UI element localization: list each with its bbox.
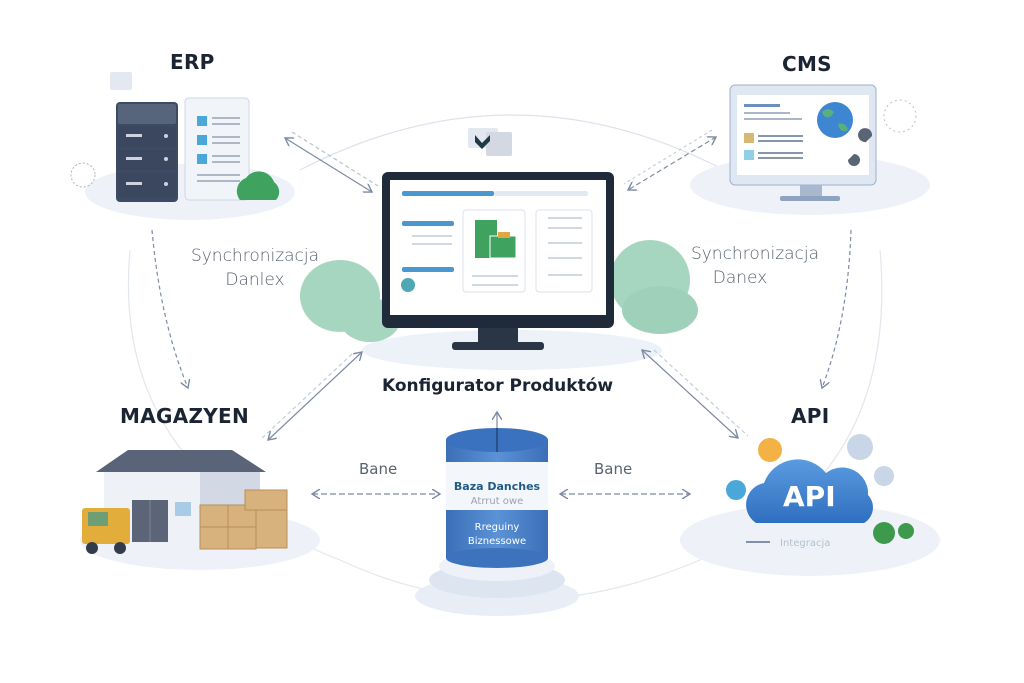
api-title: API [791, 404, 830, 428]
green-cloud-icon [236, 171, 280, 200]
api-cloud-label: API [783, 480, 836, 513]
globe-icon [817, 102, 853, 138]
sync-label-left: Synchronizacja Danlex [170, 244, 340, 292]
check-icon [475, 135, 490, 149]
erp-title: ERP [170, 50, 215, 74]
configurator-monitor [300, 128, 698, 350]
data-label-right: Bane [594, 460, 633, 478]
database-title: Baza Danches [453, 480, 541, 493]
cms-title: CMS [782, 52, 832, 76]
gear-icon [758, 438, 782, 462]
arrow-erp-warehouse [151, 229, 188, 388]
data-label-left: Bane [359, 460, 398, 478]
configurator-title: Konfigurator Produktów [382, 376, 614, 396]
connector-arrows [151, 129, 852, 494]
wrench-icon [848, 128, 873, 166]
api-platform [680, 504, 940, 576]
database-illustration [415, 428, 579, 616]
arrow-center-api [642, 350, 738, 438]
api-caption: Integracja [780, 538, 831, 549]
sync-label-right: Synchronizacja Danex [670, 242, 840, 290]
api-illustration [726, 434, 914, 544]
arrow-erp-center [285, 138, 372, 192]
cms-illustration [729, 84, 917, 201]
warehouse-title: MAGAZYEN [120, 404, 250, 428]
api-cloud-icon [746, 459, 873, 523]
sync-label-left-line1: Synchronizacja [190, 246, 320, 266]
arrow-cms-center [628, 137, 716, 190]
database-rules-line2: Biznessowe [467, 536, 527, 547]
database-rules-line1: Rreguiny [474, 522, 520, 533]
sync-label-right-line2: Danex [712, 268, 768, 288]
database-labels: Baza Danches Atrrut owe Rreguiny Bizness… [446, 462, 548, 558]
arrow-cms-api [822, 229, 852, 388]
sync-label-left-line2: Danlex [225, 270, 285, 290]
sync-label-right-line1: Synchronizacja [690, 244, 820, 264]
erp-illustration [70, 72, 280, 202]
database-subtitle: Atrrut owe [470, 496, 524, 507]
arrow-center-warehouse [268, 352, 362, 440]
warehouse-illustration [82, 450, 288, 554]
